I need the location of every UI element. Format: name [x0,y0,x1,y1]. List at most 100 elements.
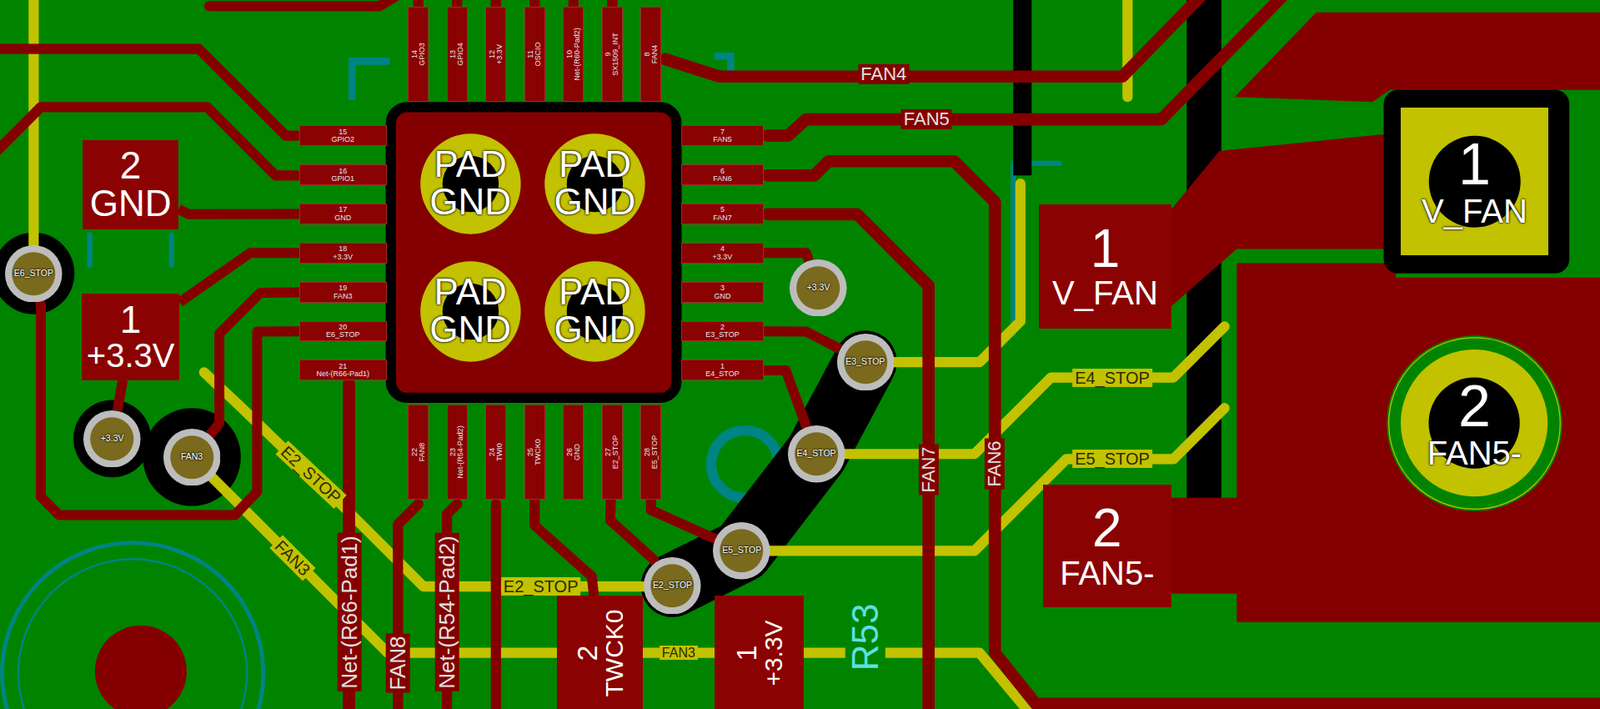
pad-copper [420,133,521,234]
pad-text: 11OSCIO [526,41,543,66]
ic-pin-pad: 24TWI0 [486,405,506,500]
net-name: FAN5- [1427,436,1522,471]
pad-text: E4_STOP [797,449,837,459]
pad-number: 4 [712,245,733,253]
net-label-holder: Net-(R66-Pad1) [336,532,362,692]
pad-number: 22 [410,442,418,462]
pad-text: 1V_FAN [1052,221,1159,311]
net-name: E2_STOP [652,580,693,590]
pad-relief [1389,337,1561,509]
pad-number: 24 [487,442,496,462]
net-label-holder: FAN3 [270,534,316,581]
pad-text: 8FAN4 [642,45,659,65]
copper-pour [1171,263,1600,623]
reference-designator: R53 [845,601,886,674]
net-label: FAN8 [386,632,411,693]
pad-number: 18 [332,245,353,253]
pad-copper [843,340,888,384]
net-label: E2_STOP [275,440,347,508]
smd-pad: 1+3.3V [81,293,181,381]
ic-pin-pad: 3GND [682,282,764,302]
ic-pin-pad: 17GND [300,204,387,224]
pad-number: 8 [642,45,651,65]
pad-text: E3_STOP [845,357,885,367]
pad-number: 2 [572,608,602,697]
copper-trace [180,252,301,302]
pad-copper [643,556,702,615]
pad-text: PADGND [554,273,637,349]
pad-text: 7FAN5 [712,127,733,144]
ic-pin-pad: 9SX1509_INT [602,7,622,102]
net-label-holder: R53 [845,601,886,674]
pad-number: 28 [642,435,651,469]
ic-pin-pad: 5FAN7 [682,204,764,224]
pad-text: 17GND [334,205,352,222]
pad-number: 9 [604,32,612,76]
net-name: E6_STOP [14,268,54,278]
pad-text: 14GPIO3 [410,42,427,66]
copper-trace [762,331,840,349]
net-name: FAN5- [1059,556,1154,591]
net-name: FAN7 [712,213,733,221]
net-name: E5_STOP [722,546,762,556]
pad-text: 28E5_STOP [642,435,659,469]
net-label: FAN5 [901,109,953,130]
pad-text: 1+3.3V [732,619,787,686]
pad-text: 2TWCK0 [572,608,627,697]
net-label-holder: FAN6 [984,438,1005,490]
pad-number: 12 [487,44,496,65]
pad-text: FAN3 [180,451,203,462]
thermal-pad: PADGND [533,122,657,246]
net-name: GND [713,291,731,300]
net-name: V_FAN [1052,275,1159,311]
ic-pin-pad: 1E4_STOP [682,360,764,380]
pad-number: 2 [1427,376,1522,436]
net-label: FAN6 [984,438,1005,490]
thermal-pad: PADGND [533,250,657,373]
pad-text: PADGND [429,273,512,349]
net-label-holder: E2_STOP [501,576,582,596]
net-name: GND [334,213,352,221]
net-label: FAN7 [918,443,939,495]
pad-text: 12+3.3V [487,44,504,65]
net-name: +3.3V [761,619,788,686]
net-label-holder: E2_STOP [275,440,347,508]
pad-copper [650,563,694,607]
net-name: FAN4 [651,45,659,65]
pad-text: 27E2_STOP [604,435,621,469]
pad-copper [83,410,141,468]
pad-text: 2FAN5- [1059,501,1154,590]
pad-number: 16 [331,166,355,175]
pad-text: 10Net-(R60-Pad2) [565,27,582,81]
ic-pin-pad: 2E3_STOP [682,321,764,342]
net-label: E2_STOP [501,576,582,596]
ic-pin-pad: 8FAN4 [641,7,661,102]
pad-text: 9SX1509_INT [604,32,621,76]
pad-text: 23Net-(R54-Pad2) [449,425,466,479]
pad-relief [1384,90,1570,274]
net-name: TWCK0 [534,438,542,466]
pad-number: 20 [326,323,360,332]
ic-pin-pad: 18+3.3V [300,243,387,263]
pad-number: 5 [712,205,733,214]
via: +3.3V [83,410,141,468]
net-label: FAN4 [857,64,909,85]
pad-copper [544,260,645,362]
pad-number: 1 [1421,135,1528,195]
net-name: GPIO4 [456,42,465,66]
pad-copper [90,416,135,461]
pad-text: 4+3.3V [712,245,733,261]
copper-pour [1234,12,1600,103]
pad-copper [544,133,645,234]
net-name: FAN3 [180,451,203,462]
pad-text: PADGND [554,145,637,221]
pad-text: E6_STOP [14,268,54,278]
net-name: GPIO2 [331,135,355,144]
connector-pad: 2FAN5- [1400,349,1548,497]
pad-copper [794,431,838,476]
smd-pad: 2TWCK0 [556,595,643,709]
via: FAN3 [163,428,221,487]
ic-pin-pad: 7FAN5 [682,125,764,146]
copper-pour [95,625,187,709]
